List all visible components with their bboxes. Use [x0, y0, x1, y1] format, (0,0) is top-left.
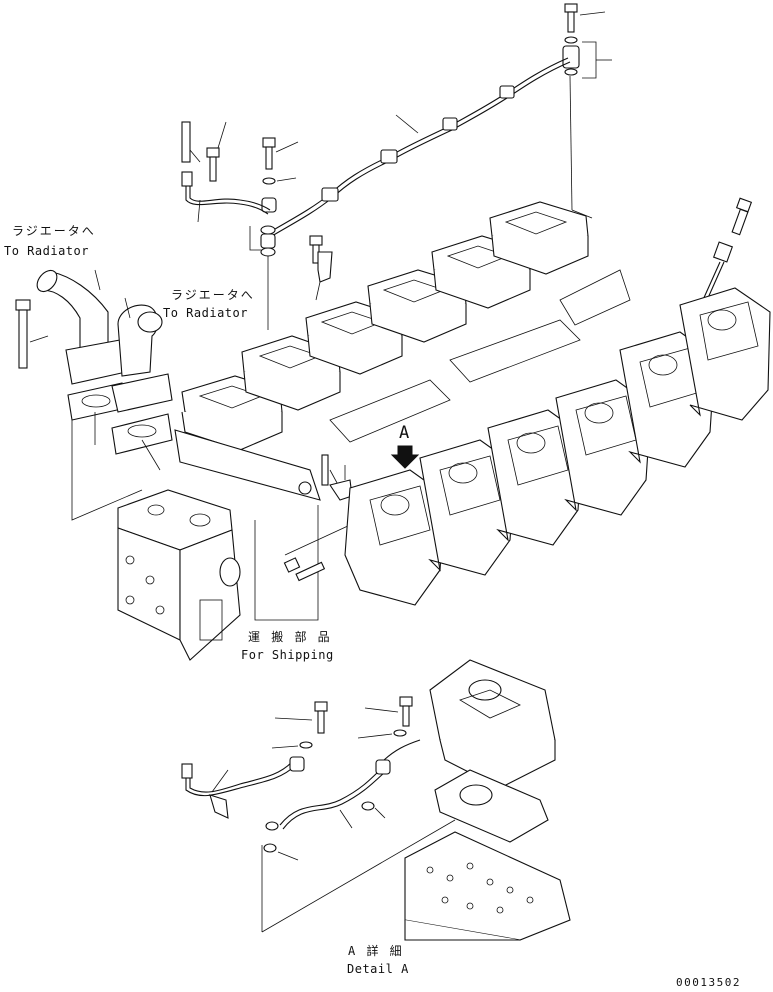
- arrow-down-icon: [390, 445, 420, 469]
- left-side-bolt: [15, 299, 49, 369]
- engine-block-part: [117, 489, 241, 661]
- left-upper-pipe: [181, 121, 299, 330]
- shipping-label-jp: 運 搬 部 品: [248, 630, 332, 644]
- detail-a-cover: [404, 659, 571, 941]
- cylinder-head-row: [344, 287, 771, 606]
- detail-label-en: Detail A: [347, 962, 409, 976]
- detail-label-jp: A 詳 細: [348, 944, 404, 958]
- leader-lines: [71, 420, 456, 933]
- view-marker-a: A: [399, 423, 410, 443]
- radiator-elbows: [36, 269, 173, 471]
- shipping-label-en: For Shipping: [241, 648, 334, 662]
- drawing-number: 00013502: [676, 976, 741, 989]
- bracket-bolt: [309, 235, 333, 301]
- detail-a-bolts-pipes: [181, 696, 421, 861]
- radiator-label-left-en: To Radiator: [4, 244, 89, 258]
- upper-pipe-harness: [269, 57, 593, 237]
- radiator-label-right-en: To Radiator: [163, 306, 248, 320]
- rocker-cover-row: [174, 201, 631, 501]
- radiator-label-left-jp: ラジエータへ: [12, 224, 96, 238]
- top-bolt: [562, 3, 612, 79]
- radiator-label-right-jp: ラジエータへ: [171, 288, 255, 302]
